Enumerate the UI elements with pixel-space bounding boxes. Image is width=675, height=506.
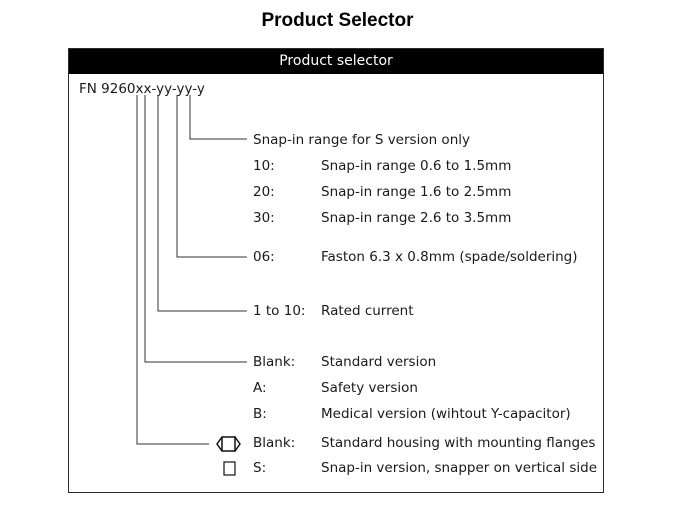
- snap-in-heading: Snap-in range for S version only: [253, 132, 470, 148]
- option-description: Faston 6.3 x 0.8mm (spade/soldering): [321, 249, 578, 265]
- option-description: Rated current: [321, 303, 414, 319]
- product-selector-box: Product selector FN 9260xx-yy-yy-y Snap-…: [68, 48, 604, 493]
- part-number: FN 9260xx-yy-yy-y: [79, 81, 205, 97]
- option-code: A:: [253, 380, 267, 396]
- option-description: Snap-in range 0.6 to 1.5mm: [321, 158, 512, 174]
- option-code: B:: [253, 406, 267, 422]
- version-connector-line: [144, 95, 247, 363]
- snap-in-connector-line: [189, 95, 247, 140]
- option-code: Blank:: [253, 354, 296, 370]
- flanged-housing-icon: [216, 436, 241, 452]
- current-connector-line: [157, 95, 247, 312]
- option-code: 06:: [253, 249, 275, 265]
- snap-in-housing-icon: [223, 461, 236, 476]
- option-description: Snap-in version, snapper on vertical sid…: [321, 460, 598, 476]
- option-description: Standard version: [321, 354, 437, 370]
- option-code: S:: [253, 460, 267, 476]
- option-description: Snap-in range 1.6 to 2.5mm: [321, 184, 512, 200]
- page-title: Product Selector: [261, 10, 414, 31]
- option-code: 1 to 10:: [253, 303, 306, 319]
- option-code: 10:: [253, 158, 275, 174]
- option-code: 30:: [253, 210, 275, 226]
- connector-lines: [136, 95, 247, 476]
- box-header: Product selector: [69, 49, 603, 74]
- option-description: Standard housing with mounting flanges: [321, 435, 596, 451]
- option-code: 20:: [253, 184, 275, 200]
- option-description: Safety version: [321, 380, 418, 396]
- faston-connector-line: [176, 95, 247, 258]
- option-description: Snap-in range 2.6 to 3.5mm: [321, 210, 512, 226]
- option-code: Blank:: [253, 435, 296, 451]
- option-description: Medical version (wihtout Y-capacitor): [321, 406, 571, 422]
- housing-connector-line: [136, 95, 209, 445]
